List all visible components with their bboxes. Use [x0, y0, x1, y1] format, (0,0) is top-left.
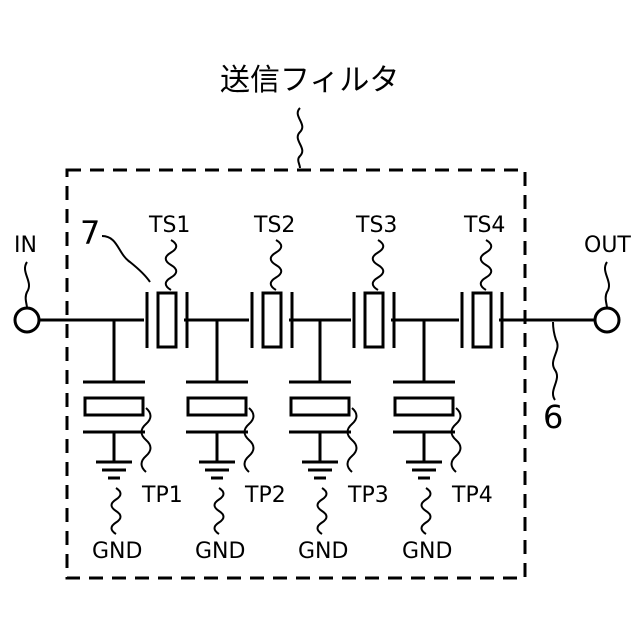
- input-label: IN: [14, 233, 37, 258]
- shunt-resonator-label: TP3: [347, 483, 389, 508]
- reference-numeral-6: 6: [543, 398, 563, 436]
- series-resonator-label: TS1: [148, 213, 190, 238]
- input-terminal: [15, 308, 39, 332]
- shunt-resonator-label: TP1: [141, 483, 183, 508]
- series-resonator-body: [263, 293, 281, 347]
- shunt-resonator-body: [85, 398, 143, 415]
- series-resonator-body: [473, 293, 491, 347]
- shunt-resonator-body: [395, 398, 453, 415]
- series-resonator-body: [365, 293, 383, 347]
- ground-label: GND: [195, 539, 245, 564]
- ground-label: GND: [92, 539, 142, 564]
- shunt-resonator-body: [188, 398, 246, 415]
- filter-title: 送信フィルタ: [220, 63, 399, 98]
- ground-label: GND: [298, 539, 348, 564]
- output-label: OUT: [584, 233, 631, 258]
- reference-numeral-7: 7: [80, 214, 100, 252]
- series-resonator-label: TS3: [355, 213, 397, 238]
- output-terminal: [595, 308, 619, 332]
- series-resonator-body: [158, 293, 176, 347]
- ground-label: GND: [402, 539, 452, 564]
- series-resonator-label: TS4: [463, 213, 505, 238]
- shunt-resonator-label: TP2: [244, 483, 286, 508]
- shunt-resonator-label: TP4: [451, 483, 493, 508]
- shunt-resonator-body: [291, 398, 349, 415]
- series-resonator-label: TS2: [253, 213, 295, 238]
